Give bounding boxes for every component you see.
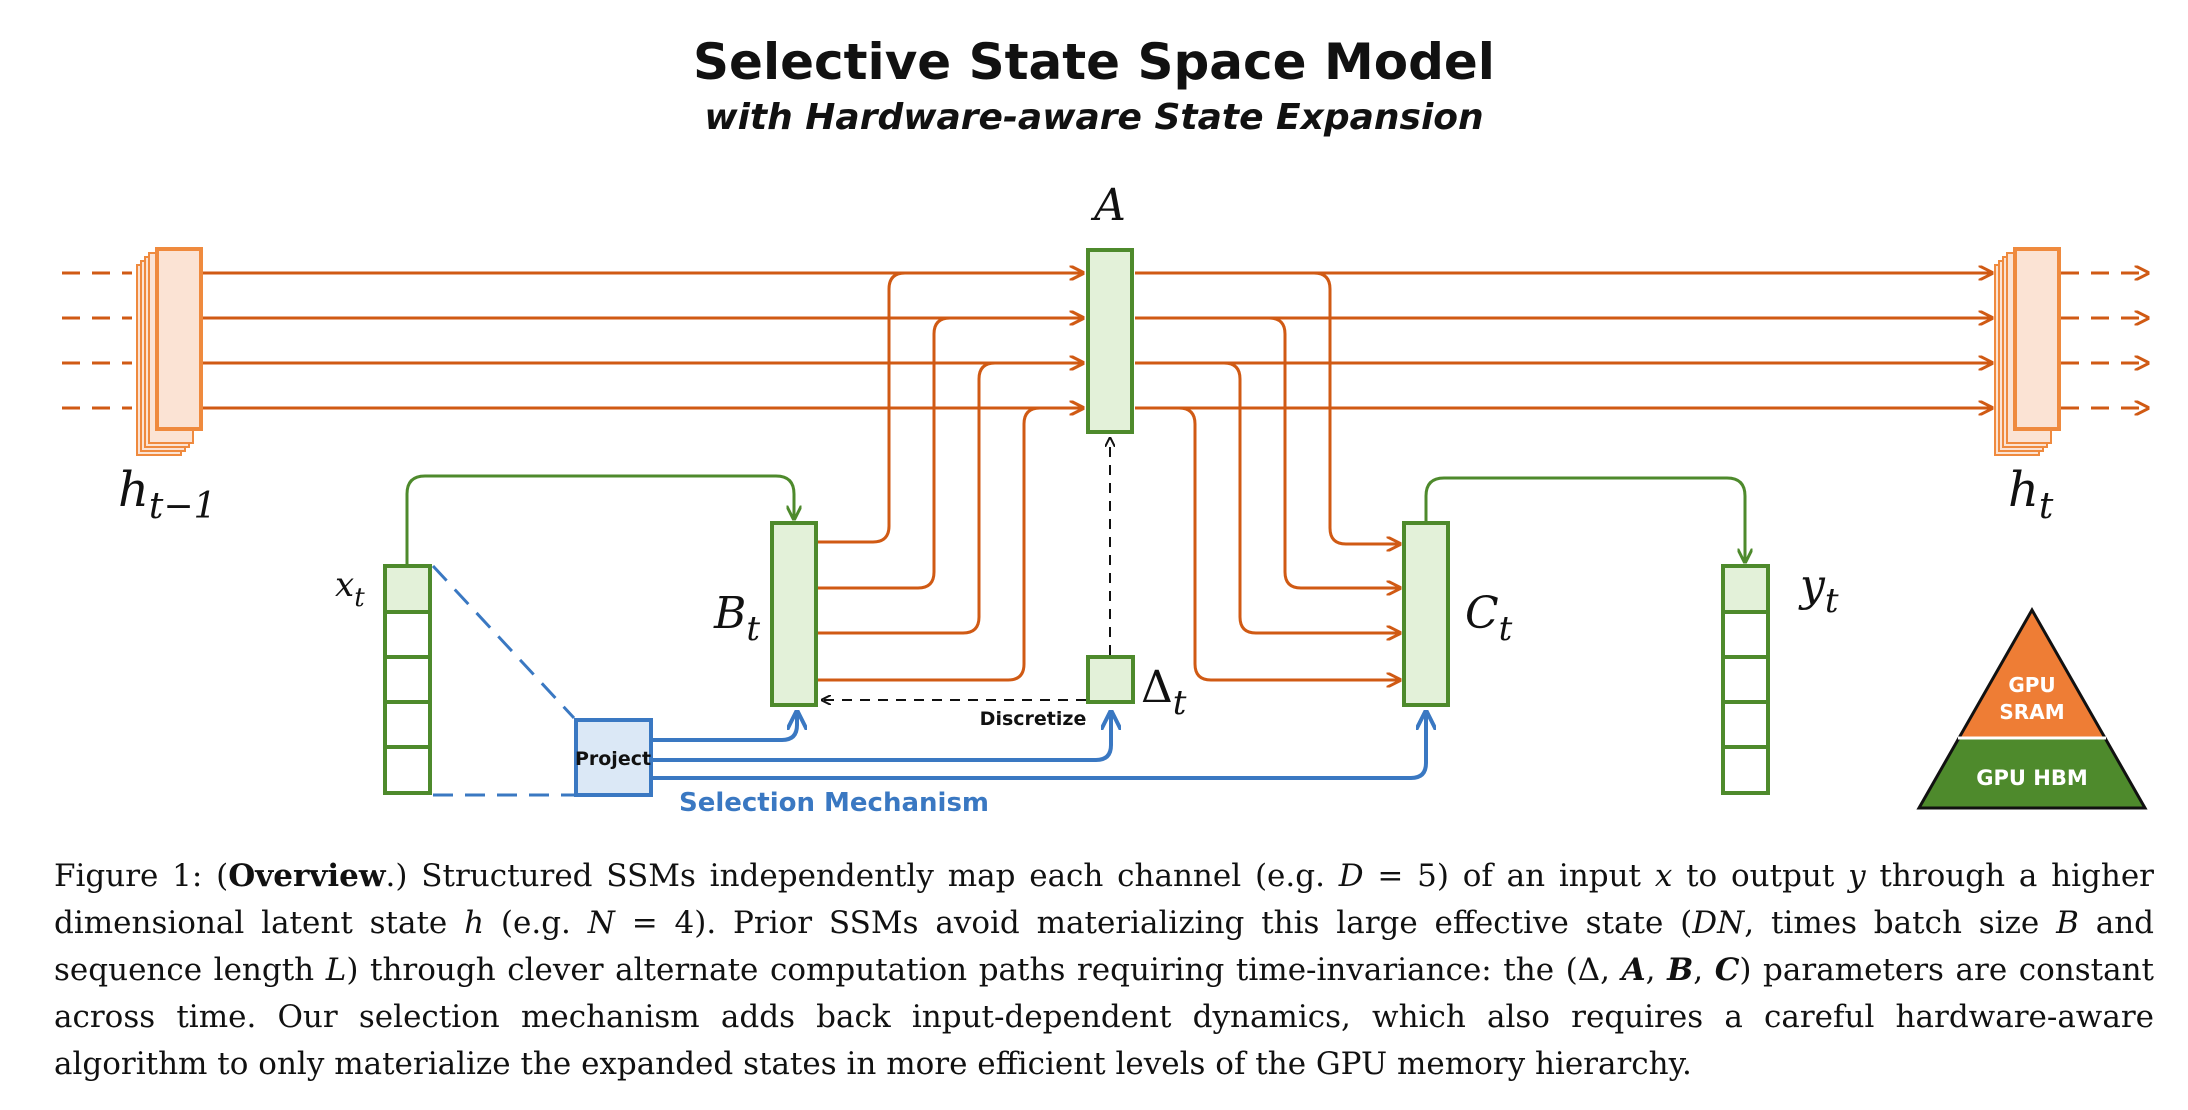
b-matrix-box — [770, 521, 818, 707]
a-to-c-paths — [1178, 271, 1400, 680]
pyramid-sram-line2: SRAM — [1999, 700, 2064, 724]
label-h-prev: ht−1 — [118, 462, 216, 527]
pyramid-hbm-label: GPU HBM — [1976, 766, 2087, 790]
state-h-prev — [136, 247, 203, 456]
left-dashed-inputs — [62, 271, 132, 410]
label-delta: Δt — [1141, 662, 1187, 723]
caption-math: D — [1338, 858, 1364, 894]
output-y-column — [1721, 564, 1770, 795]
caption-math: y — [1848, 858, 1866, 894]
caption-math: N — [587, 905, 615, 941]
label-b: Bt — [713, 588, 760, 649]
pyramid-sram — [1958, 610, 2106, 738]
caption-bold: Overview — [228, 858, 386, 894]
label-h-next: ht — [2008, 462, 2054, 527]
caption-math: h — [464, 905, 485, 941]
caption-math: B — [2056, 905, 2079, 941]
b-to-a-paths — [818, 273, 1083, 682]
selection-arrows — [653, 712, 1426, 780]
discretize-label: Discretize — [980, 708, 1087, 730]
caption-text: , times batch size — [1744, 905, 2057, 941]
delta-box — [1086, 655, 1135, 704]
label-y: yt — [1798, 560, 1839, 621]
caption-text: = 5) of an input — [1363, 858, 1655, 894]
caption-math: DN — [1692, 905, 1745, 941]
caption-text: ) through clever alternate computation p… — [346, 952, 1622, 988]
label-a: A — [1090, 180, 1126, 231]
caption-math: C — [1714, 952, 1740, 988]
label-c: Ct — [1465, 588, 1513, 649]
caption-math: L — [325, 952, 347, 988]
pyramid-sram-line1: GPU — [2008, 673, 2055, 697]
diagram-title: Selective State Space Model — [693, 33, 1495, 91]
diagram-subtitle: with Hardware-aware State Expansion — [704, 97, 1484, 138]
ssm-diagram: A xt Bt Δt Discretize Ct — [62, 180, 2188, 818]
input-x-column — [383, 564, 432, 795]
state-lines — [203, 273, 1992, 408]
caption-text: through a higher dimensional latent stat… — [54, 858, 2155, 941]
right-dashed-outputs — [2061, 273, 2148, 408]
caption-text: ) parameters are constant across time. O… — [54, 952, 2155, 1082]
caption-figure-label: Figure 1: ( — [54, 858, 229, 894]
selection-mechanism-label: Selection Mechanism — [679, 788, 989, 818]
caption-text: , — [1693, 952, 1715, 988]
pyramid-hbm — [1919, 738, 2145, 808]
caption-math: B — [1667, 952, 1694, 988]
caption-text: , — [1645, 952, 1668, 988]
c-to-y-arrow — [1424, 476, 1745, 562]
project-label: Project — [575, 748, 651, 770]
caption-text: and sequence length — [54, 905, 2155, 988]
caption-math: A — [1621, 952, 1646, 988]
project-links — [431, 564, 576, 797]
c-matrix-box — [1402, 521, 1450, 707]
x-to-b-arrow — [405, 474, 794, 566]
title-block: Selective State Space Model with Hardwar… — [0, 30, 2188, 142]
figure-caption: Figure 1: (Overview.) Structured SSMs in… — [54, 853, 2154, 1088]
a-matrix-box — [1086, 248, 1134, 434]
label-x: xt — [335, 565, 365, 613]
caption-text: .) Structured SSMs independently map eac… — [385, 858, 1339, 894]
caption-text: to output — [1672, 858, 1849, 894]
state-h-next — [1994, 247, 2061, 456]
caption-text: = 4). Prior SSMs avoid materializing thi… — [614, 905, 1693, 941]
caption-math: x — [1654, 858, 1673, 894]
gpu-memory-pyramid: GPU SRAM GPU HBM — [1916, 606, 2148, 810]
project-box — [574, 718, 653, 797]
caption-text: (e.g. — [484, 905, 588, 941]
